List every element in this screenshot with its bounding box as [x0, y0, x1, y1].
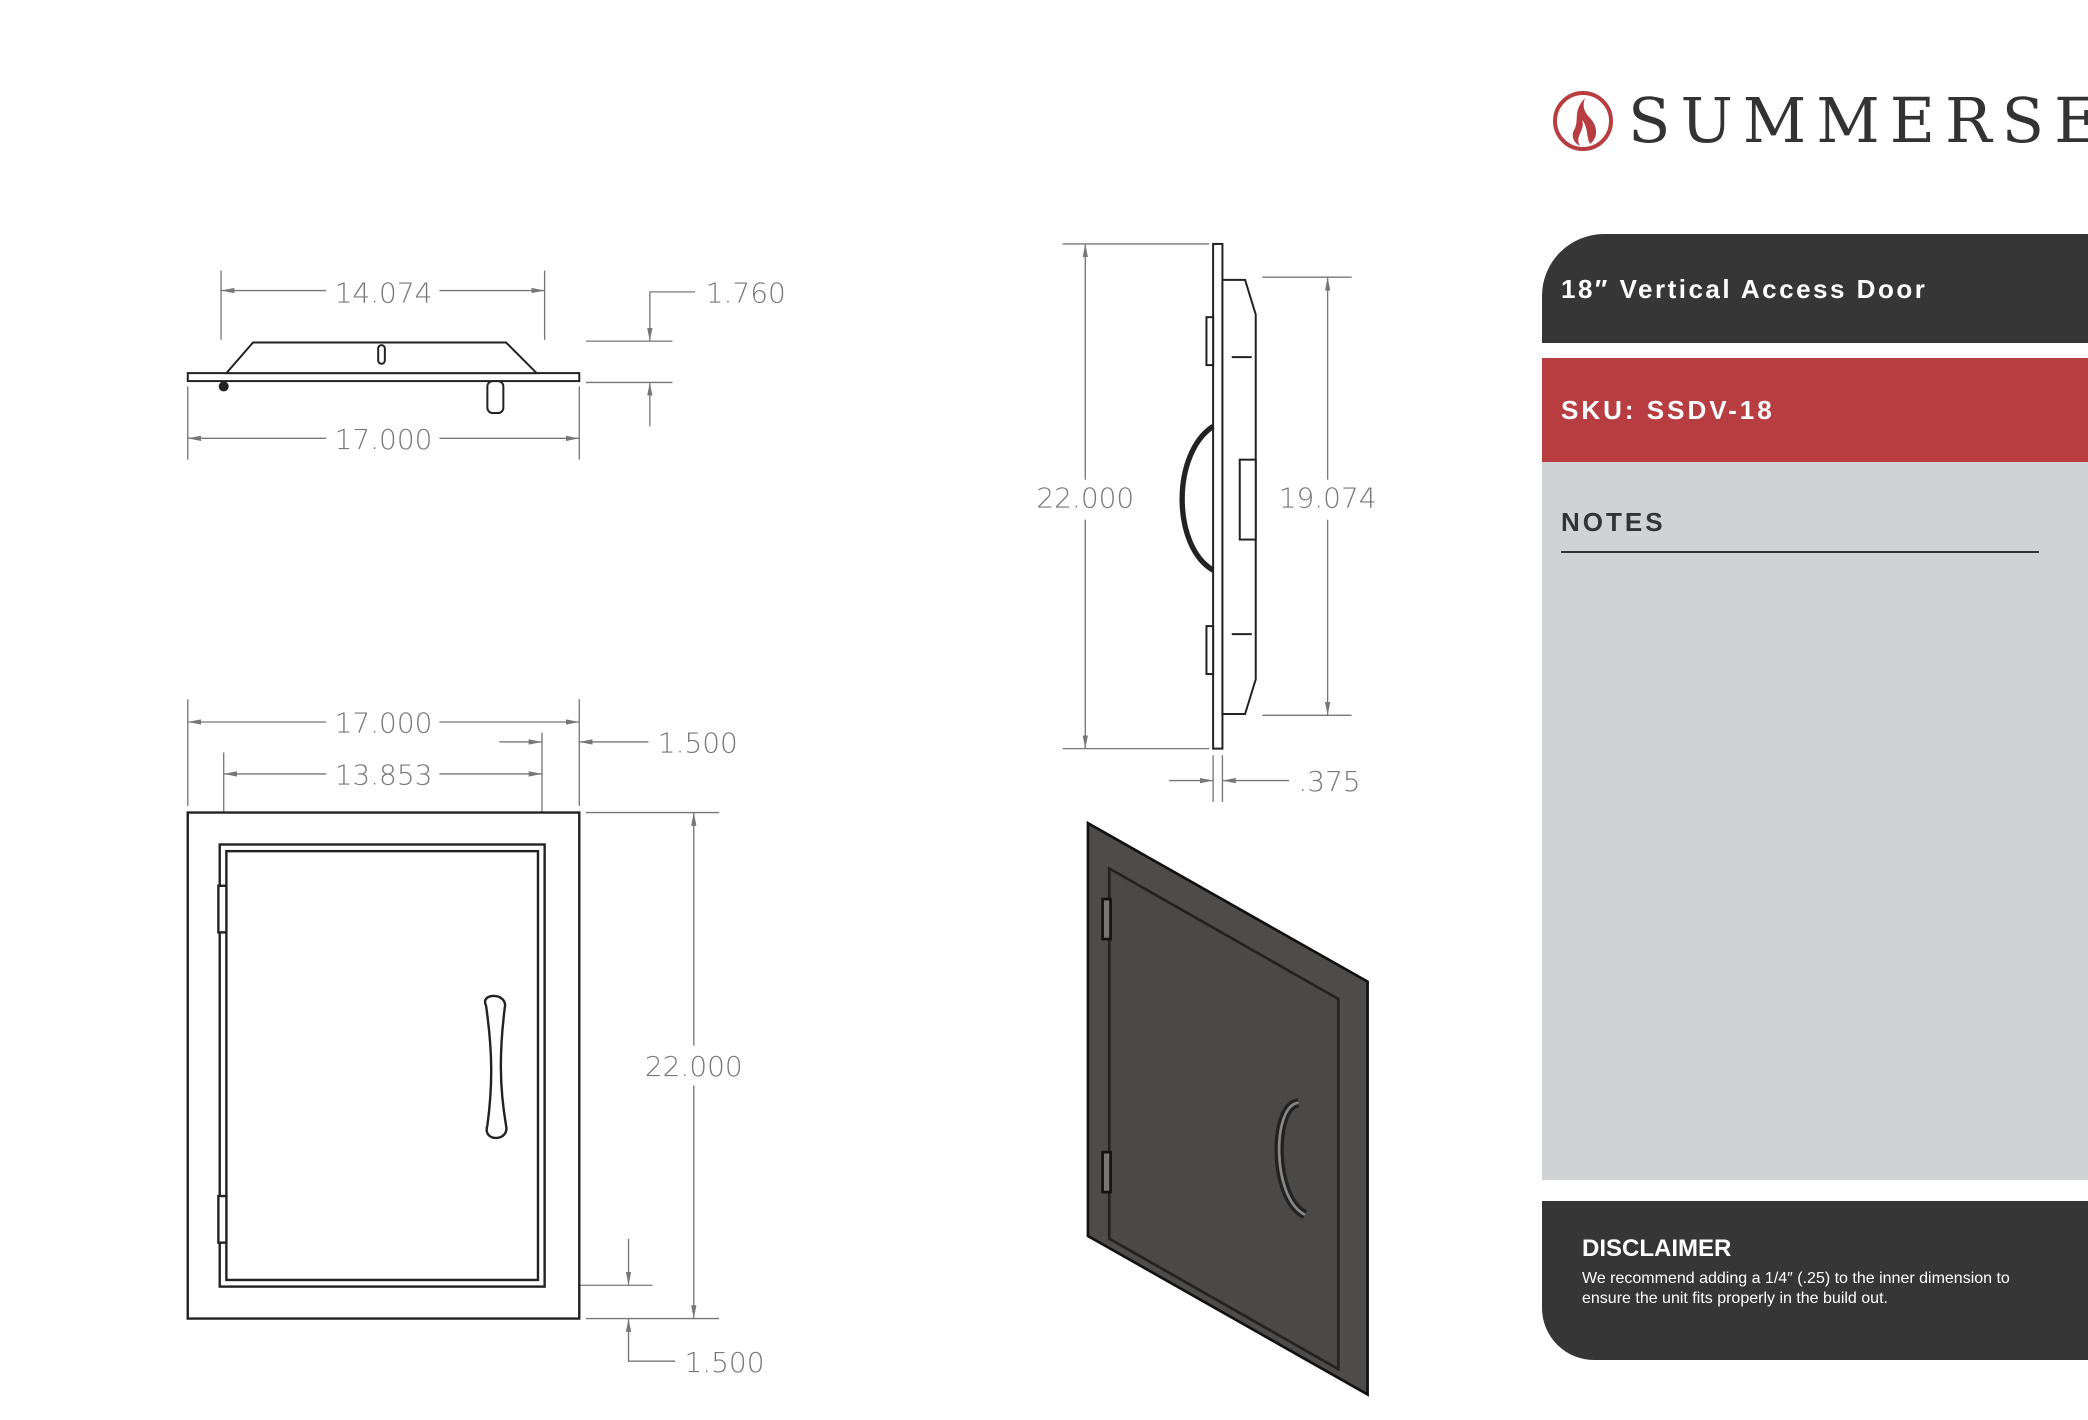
sku-bar: SKU: SSDV-18	[1542, 358, 2088, 462]
disclaimer-text: We recommend adding a 1/4″ (.25) to the …	[1582, 1270, 2010, 1307]
brand-name: SUMMERSET	[1628, 84, 2088, 157]
product-sku: SKU: SSDV-18	[1561, 395, 1775, 425]
product-title: 18″ Vertical Access Door	[1561, 274, 1928, 304]
dim-front-top-margin: 1.500	[658, 727, 738, 760]
dim-front-outer-width: 17.000	[335, 707, 433, 740]
dim-side-inner-height: 19.074	[1279, 482, 1377, 515]
top-view	[186, 341, 581, 415]
disclaimer-heading: DISCLAIMER	[1582, 1235, 1732, 1262]
product-title-bar: 18″ Vertical Access Door	[1542, 234, 2088, 343]
dim-top-inner-width: 14.074	[335, 277, 433, 310]
isometric-view	[1086, 820, 1369, 1397]
flame-logo-icon	[1553, 90, 1613, 151]
disclaimer-panel: DISCLAIMER We recommend adding a 1/4″ (.…	[1542, 1201, 2088, 1360]
notes-heading: NOTES	[1561, 507, 1666, 537]
dim-front-bottom-margin: 1.500	[684, 1346, 764, 1379]
dim-top-outer-width: 17.000	[335, 423, 433, 456]
dim-side-thickness: .375	[1298, 765, 1360, 798]
notes-panel: NOTES	[1542, 462, 2088, 1180]
side-view	[1179, 242, 1257, 750]
dim-front-height: 22.000	[645, 1050, 743, 1083]
dim-side-height: 22.000	[1036, 482, 1134, 515]
brand-logo: SUMMERSET	[1552, 84, 2088, 157]
dim-top-depth: 1.760	[706, 277, 786, 310]
dim-front-inner-width: 13.853	[335, 759, 433, 792]
front-view	[186, 811, 581, 1320]
notes-divider	[1561, 551, 2039, 553]
